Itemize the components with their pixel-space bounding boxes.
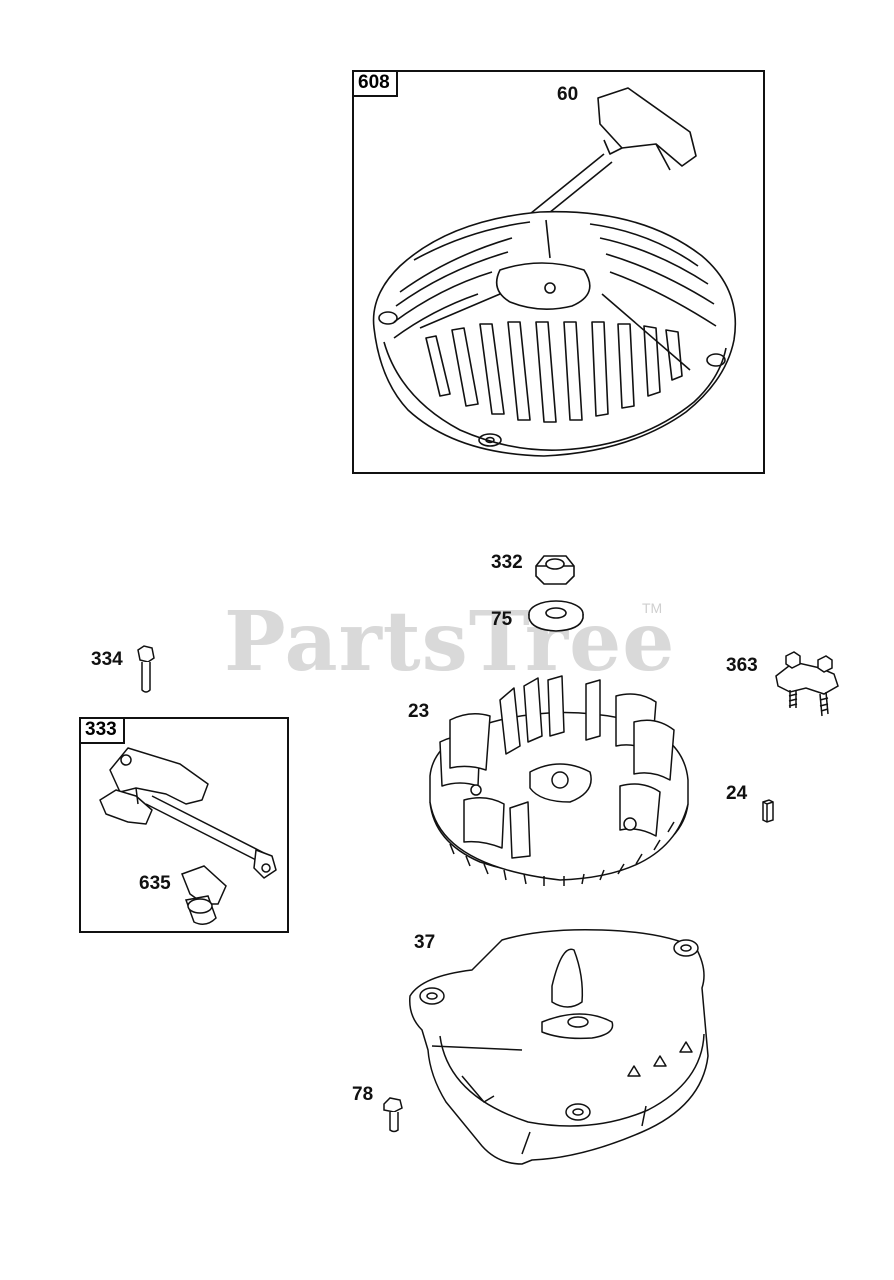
washer-drawing[interactable]: [526, 598, 586, 634]
throttle-lever-drawing[interactable]: [96, 744, 282, 884]
flywheel-key-drawing[interactable]: [760, 798, 776, 824]
group-box-333: 333: [79, 717, 289, 933]
callout-635[interactable]: 635: [139, 873, 171, 894]
callout-332[interactable]: 332: [491, 552, 523, 573]
bracket-363-drawing[interactable]: [772, 646, 842, 718]
callout-78[interactable]: 78: [352, 1084, 374, 1105]
flywheel-nut-drawing[interactable]: [532, 552, 578, 588]
callout-75[interactable]: 75: [491, 609, 513, 630]
callout-363[interactable]: 363: [726, 655, 758, 676]
bolt-334-drawing[interactable]: [134, 646, 158, 694]
group-tag-608[interactable]: 608: [354, 72, 398, 97]
backplate-drawing[interactable]: [402, 926, 720, 1170]
group-box-608: 608: [352, 70, 765, 474]
callout-60[interactable]: 60: [557, 84, 579, 105]
callout-334[interactable]: 334: [91, 649, 123, 670]
trademark-mark: TM: [642, 600, 663, 616]
group-tag-333[interactable]: 333: [81, 719, 125, 744]
callout-24[interactable]: 24: [726, 783, 748, 804]
flywheel-drawing[interactable]: [420, 676, 698, 894]
callout-37[interactable]: 37: [414, 932, 436, 953]
spark-plug-boot-drawing[interactable]: [176, 864, 234, 928]
parts-tree-watermark: PartsTree: [224, 594, 676, 690]
callout-23[interactable]: 23: [408, 701, 430, 722]
bolt-78-drawing[interactable]: [380, 1096, 406, 1134]
recoil-starter-drawing[interactable]: [360, 80, 760, 470]
